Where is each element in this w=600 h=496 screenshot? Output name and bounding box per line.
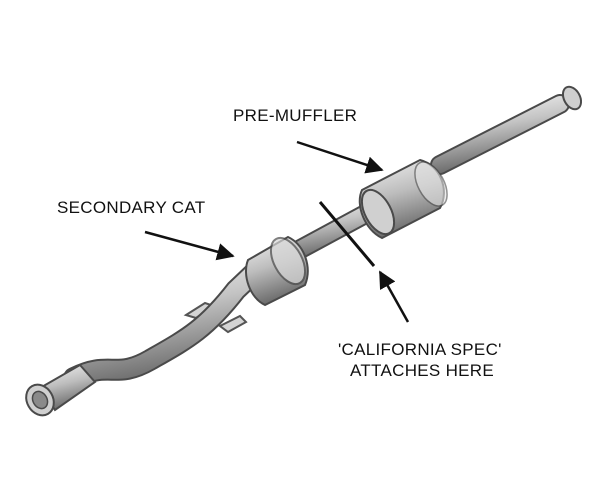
label-california-spec: 'CALIFORNIA SPEC' xyxy=(338,340,502,359)
arrow-pre-muffler xyxy=(296,140,384,174)
california-cut-line xyxy=(318,201,376,267)
pre-muffler-canister xyxy=(358,158,448,240)
label-secondary-cat: SECONDARY CAT xyxy=(57,198,206,217)
secondary-cat-canister xyxy=(245,235,309,307)
rear-pipe xyxy=(430,85,583,175)
label-attaches-here: ATTACHES HERE xyxy=(350,361,495,380)
label-pre-muffler: PRE-MUFFLER xyxy=(233,106,358,125)
front-flange xyxy=(25,363,97,417)
arrow-secondary-cat xyxy=(144,230,235,261)
hanger-bracket-right xyxy=(218,314,248,334)
arrow-california xyxy=(378,270,410,323)
front-pipe xyxy=(63,261,266,389)
